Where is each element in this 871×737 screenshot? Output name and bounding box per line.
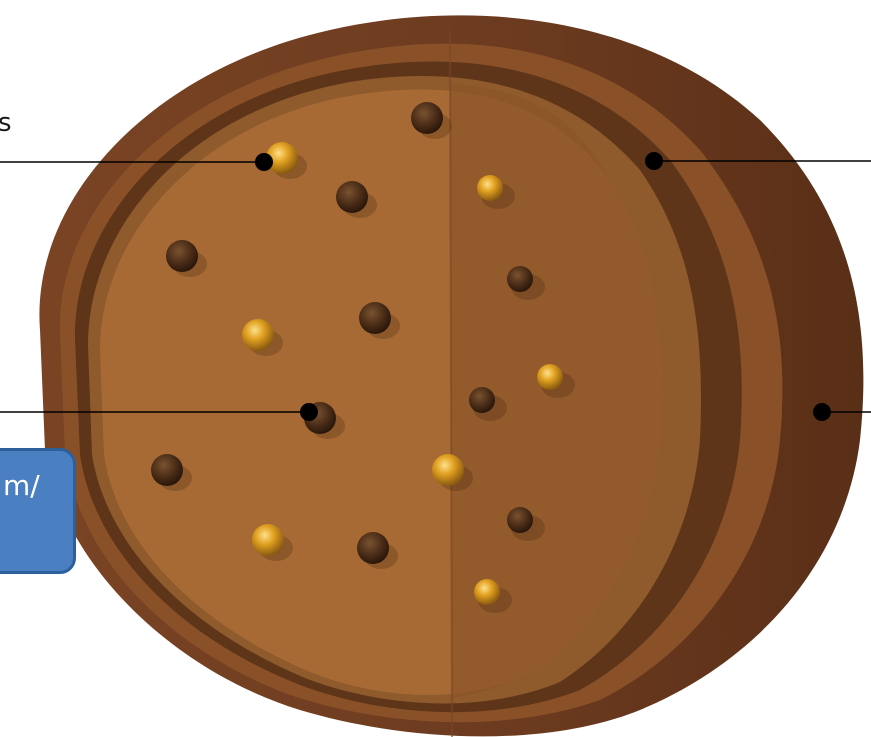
label-box-text: m/ [3,469,40,502]
label-box: m/ [0,448,76,574]
dark-seed [411,102,443,134]
dark-seed [151,454,183,486]
dark-seed [336,181,368,213]
leader-dot-top-right [645,152,663,170]
gold-seed [432,454,464,486]
dark-seed [507,507,533,533]
gold-seed [537,364,563,390]
dark-seed [469,387,495,413]
label-fragment-top-left: s [0,110,12,136]
leader-dot-mid-right [813,403,831,421]
gold-seed [252,524,284,556]
dark-seed [357,532,389,564]
dark-seed [359,302,391,334]
leader-dot-mid-left [300,403,318,421]
dark-seed [507,266,533,292]
gold-seed [477,175,503,201]
leader-dot-top-left [255,153,273,171]
gold-seed [474,579,500,605]
dark-seed [166,240,198,272]
gold-seed [242,319,274,351]
